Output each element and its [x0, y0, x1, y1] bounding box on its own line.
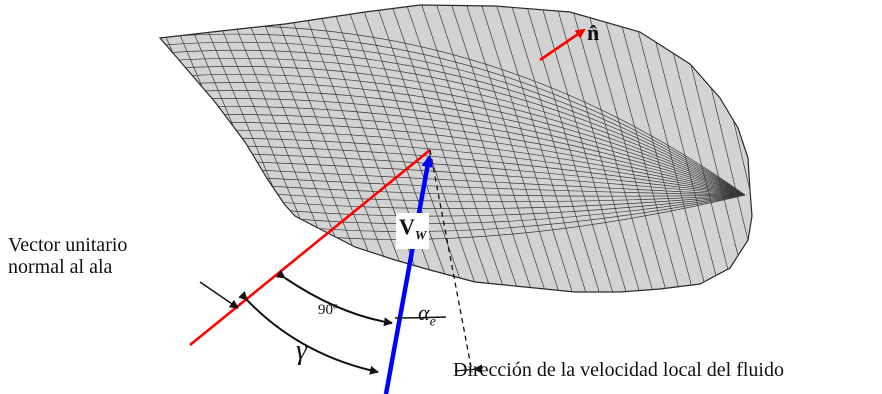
unit-normal-label: n̂ — [587, 20, 600, 45]
gamma-label: γ — [296, 335, 308, 366]
mesh-line — [192, 106, 746, 196]
mesh-line — [284, 5, 401, 292]
mesh-line — [479, 5, 576, 292]
angle-alpha-arc — [394, 316, 447, 319]
mesh-line — [204, 129, 746, 196]
mesh-line — [160, 33, 746, 196]
mesh-line — [247, 194, 746, 217]
flow-direction-line — [429, 149, 473, 373]
mesh-line — [230, 175, 746, 196]
mesh-line — [494, 5, 589, 292]
mesh-line — [554, 5, 643, 292]
mesh-line — [389, 5, 495, 292]
normal-vector-label: Vector unitario normal al ala — [8, 234, 127, 278]
mesh-line — [614, 5, 696, 292]
mesh-line — [359, 5, 468, 292]
velocity-label: VW — [396, 213, 430, 250]
mesh-line — [644, 5, 723, 292]
mesh-line — [196, 114, 746, 196]
flow-direction-label: Dirección de la velocidad local del flui… — [453, 359, 784, 381]
normal-vector-arrow — [539, 28, 586, 62]
mesh-line — [749, 5, 752, 292]
mesh-line — [175, 74, 746, 196]
mesh-line — [200, 121, 746, 196]
mesh-line — [524, 5, 616, 292]
mesh-line — [464, 5, 562, 292]
mesh-line — [183, 90, 746, 196]
angle-gamma-arc — [238, 291, 379, 375]
velocity-subscript: W — [414, 227, 427, 243]
mesh-line — [419, 5, 522, 292]
alpha-label: αe — [418, 300, 436, 330]
wing-mesh — [160, 5, 752, 292]
normal-vector-label-line1: Vector unitario — [8, 234, 128, 256]
alpha-subscript: e — [429, 314, 436, 330]
angle-90-arc — [275, 269, 393, 327]
mesh-line — [434, 5, 535, 292]
mesh-line — [329, 5, 442, 292]
mesh-line — [344, 5, 455, 292]
mesh-line — [299, 5, 415, 292]
velocity-vector-arrow — [383, 155, 434, 394]
mesh-line — [314, 5, 428, 292]
mesh-line — [179, 82, 746, 196]
mesh-line — [171, 66, 746, 196]
mesh-line — [269, 5, 388, 292]
mesh-line — [449, 5, 549, 292]
mesh-line — [599, 5, 683, 292]
mesh-line — [221, 160, 746, 196]
mesh-line — [162, 49, 746, 196]
right-angle-label: 90º — [318, 302, 338, 318]
velocity-symbol: V — [399, 214, 415, 239]
normal-vector-line — [189, 148, 431, 347]
mesh-line — [509, 5, 602, 292]
mesh-line — [243, 194, 746, 209]
mesh-line — [584, 5, 669, 292]
mesh-line — [404, 5, 509, 292]
mesh-line — [160, 41, 746, 196]
normal-vector-label-line2: normal al ala — [8, 256, 113, 278]
normal-label-leader — [199, 281, 239, 309]
alpha-symbol: α — [418, 300, 430, 325]
mesh-line — [569, 5, 656, 292]
mesh-line — [188, 98, 746, 196]
mesh-line — [238, 191, 746, 203]
mesh-line — [629, 5, 710, 292]
mesh-line — [234, 183, 746, 197]
